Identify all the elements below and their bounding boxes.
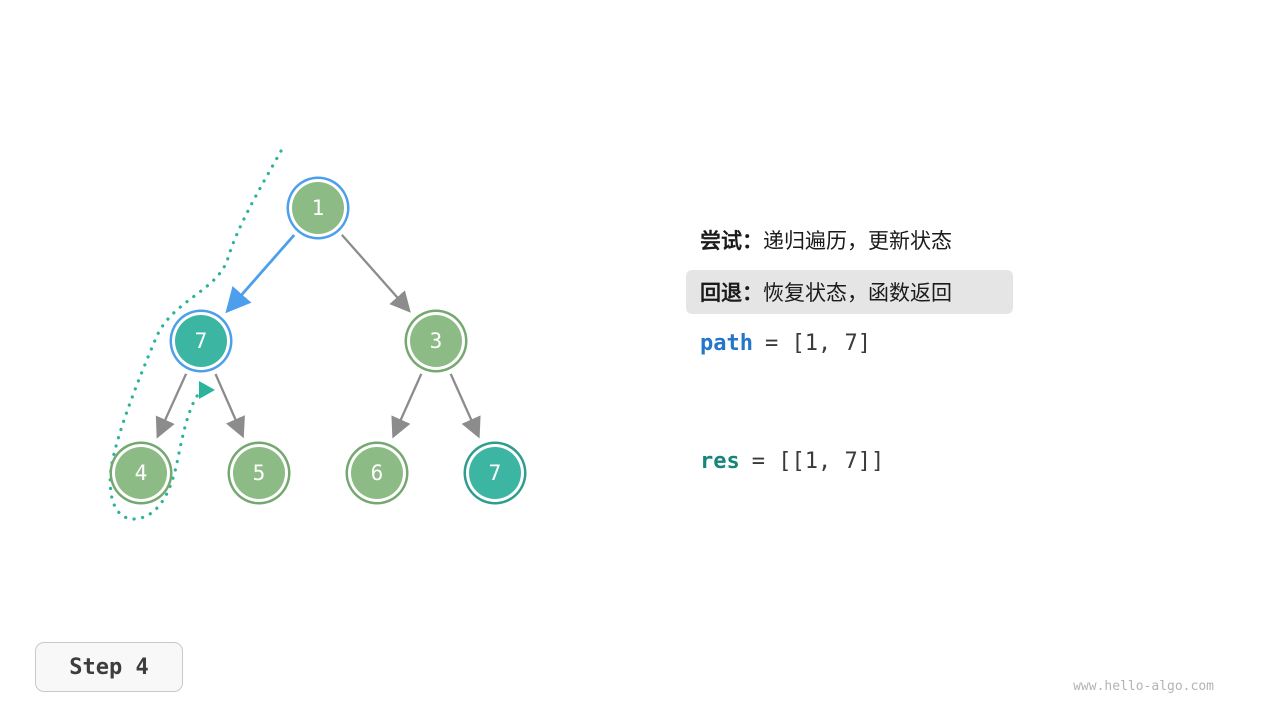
res-variable-line: res = [[1, 7]] (700, 448, 884, 476)
tree-edge-n1-n7l (225, 234, 296, 314)
current-position-arrow-icon (199, 381, 215, 399)
tree-node-n7r: 7 (469, 447, 521, 499)
res-variable-name: res (700, 449, 740, 474)
tree-node-n1: 1 (292, 182, 344, 234)
tree-edge-n3-n7r (449, 373, 481, 439)
tree-edge-n1-n3 (341, 234, 411, 313)
watermark: www.hello-algo.com (1073, 679, 1214, 694)
back-note-text: 恢复状态，函数返回 (763, 281, 952, 305)
path-variable-value: = [1, 7] (764, 331, 871, 356)
tree-edge-n3-n6 (391, 373, 423, 439)
back-note-label: 回退： (700, 281, 763, 305)
tree-node-n3: 3 (410, 315, 462, 367)
path-variable-line: path = [1, 7] (700, 330, 871, 358)
try-note: 尝试：递归遍历，更新状态 (700, 227, 952, 257)
tree-node-n7l: 7 (175, 315, 227, 367)
try-note-text: 递归遍历，更新状态 (763, 229, 952, 253)
tree-node-n5: 5 (233, 447, 285, 499)
tree-edge-n7l-n4 (155, 373, 188, 439)
back-note-highlight: 回退：恢复状态，函数返回 (686, 270, 1013, 314)
tree-edge-n7l-n5 (214, 373, 245, 439)
tree-node-n4: 4 (115, 447, 167, 499)
path-variable-name: path (700, 331, 753, 356)
tree-node-n6: 6 (351, 447, 403, 499)
res-variable-value: = [[1, 7]] (751, 449, 885, 474)
try-note-label: 尝试： (700, 229, 763, 253)
step-badge: Step 4 (35, 642, 183, 692)
